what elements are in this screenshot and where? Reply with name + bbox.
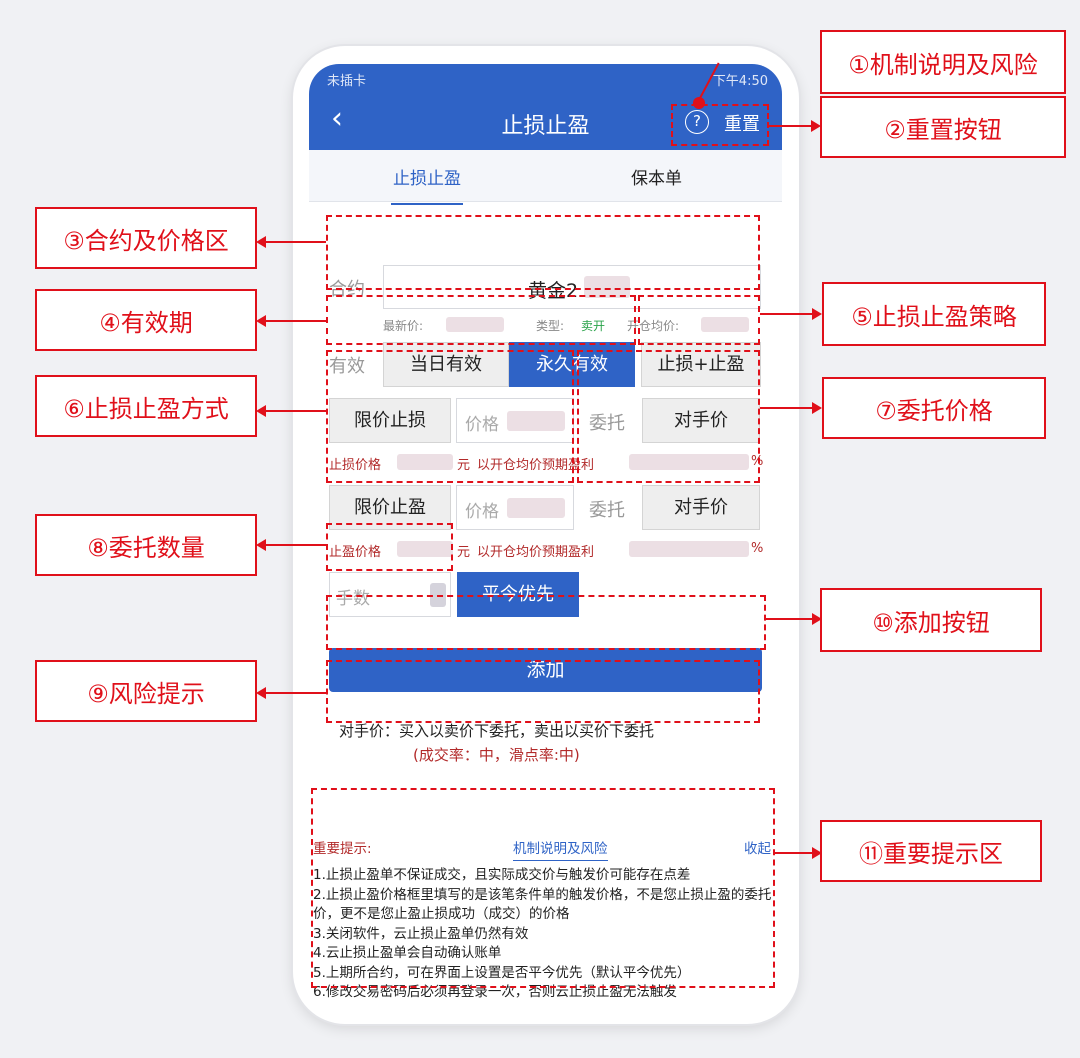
take-profit-entrust-label: 委托	[589, 500, 625, 521]
arrow-reset	[769, 120, 821, 132]
take-profit-mode-select[interactable]: 限价止盈	[329, 485, 451, 530]
strategy-select[interactable]: 止损+止盈	[641, 342, 761, 387]
page-title: 止损止盈	[501, 114, 590, 139]
arrow-quantity	[256, 539, 326, 551]
phone-frame: 未插卡 下午4:50 ‹ 止损止盈 ? 重置 止损止盈 保本单 合约 黄金2 最…	[293, 46, 799, 1024]
arrow-contract	[256, 236, 326, 248]
notes-item: 3.关闭软件，云止损止盈单仍然有效	[313, 925, 529, 942]
close-today-priority-button[interactable]: 平今优先	[457, 572, 579, 617]
masked-stop-loss-amount	[397, 454, 453, 470]
arrow-entrust	[760, 402, 822, 414]
app-screen: 未插卡 下午4:50 ‹ 止损止盈 ? 重置 止损止盈 保本单 合约 黄金2 最…	[309, 64, 782, 1014]
annotation-box-risk	[326, 660, 760, 723]
validity-label: 有效	[329, 356, 365, 377]
stop-loss-mode-select[interactable]: 限价止损	[329, 398, 451, 443]
masked-stop-loss-profit	[629, 454, 749, 470]
annotation-box-mode	[326, 350, 574, 483]
stop-loss-hint-end: %	[751, 454, 764, 469]
quantity-placeholder: 手数	[336, 589, 370, 609]
notes-title: 重要提示:	[313, 841, 372, 857]
annotation-box-contract	[326, 215, 760, 290]
take-profit-price-placeholder: 价格	[465, 502, 499, 522]
risk-explanation-link[interactable]: 机制说明及风险	[513, 840, 608, 861]
reset-button[interactable]: 重置	[724, 114, 760, 135]
annotation-box-quantity	[326, 523, 453, 571]
stop-loss-hint-suffix: 以开仓均价预期盈利	[477, 458, 595, 473]
take-profit-entrust-select[interactable]: 对手价	[642, 485, 760, 530]
arrow-add	[766, 613, 822, 625]
back-arrow-icon[interactable]: ‹	[331, 101, 343, 136]
arrow-validity	[256, 315, 326, 327]
callout-1: ①机制说明及风险	[820, 30, 1066, 94]
type-label: 类型:	[536, 319, 565, 333]
callout-8: ⑧委托数量	[35, 514, 257, 576]
risk-line-2: (成交率：中，滑点率:中)	[413, 746, 580, 764]
validity-today-button[interactable]: 当日有效	[383, 342, 509, 387]
annotation-box-entrust	[577, 350, 760, 483]
risk-line-1: 对手价：买入以卖价下委托，卖出以买价下委托	[339, 722, 655, 740]
stop-loss-entrust-label: 委托	[589, 413, 625, 434]
masked-take-profit-price	[507, 498, 565, 518]
help-icon[interactable]: ?	[685, 110, 709, 134]
stop-loss-entrust-select[interactable]: 对手价	[642, 398, 760, 443]
arrow-strategy	[760, 308, 822, 320]
masked-open-avg	[701, 317, 749, 332]
take-profit-price-input[interactable]: 价格	[456, 485, 574, 530]
notes-item: 2.止损止盈价格框里填写的是该笔条件单的触发价格，不是您止损止盈的委托价，更不是…	[313, 886, 772, 923]
callout-3: ③合约及价格区	[35, 207, 257, 269]
masked-stop-loss-price	[507, 411, 565, 431]
annotation-dot	[693, 97, 705, 109]
arrow-risk	[256, 687, 326, 699]
annotation-box-add	[326, 595, 766, 650]
take-profit-hint-unit: 元	[457, 545, 471, 560]
masked-take-profit-amount	[397, 541, 453, 557]
annotation-box-reset	[671, 104, 769, 146]
notes-item: 5.上期所合约，可在界面上设置是否平今优先（默认平今优先）	[313, 964, 691, 981]
stop-loss-price-input[interactable]: 价格	[456, 398, 574, 443]
masked-contract-code	[584, 276, 630, 298]
callout-10: ⑩添加按钮	[820, 588, 1042, 652]
stop-loss-hint-prefix: 止损价格	[329, 458, 382, 473]
notes-item: 6.修改交易密码后必须再登录一次，否则云止损止盈无法触发	[313, 984, 677, 1000]
callout-7: ⑦委托价格	[822, 377, 1046, 439]
stop-loss-hint-unit: 元	[457, 458, 471, 473]
tab-stop-loss-take-profit[interactable]: 止损止盈	[391, 164, 463, 205]
callout-2: ②重置按钮	[820, 96, 1066, 158]
take-profit-hint-end: %	[751, 541, 764, 556]
take-profit-hint-suffix: 以开仓均价预期盈利	[477, 545, 595, 560]
collapse-link[interactable]: 收起	[744, 841, 771, 857]
notes-item: 1.止损止盈单不保证成交，且实际成交价与触发价可能存在点差	[313, 867, 691, 883]
open-avg-label: 开仓均价:	[627, 319, 680, 333]
callout-11: ⑪重要提示区	[820, 820, 1042, 882]
tab-bar: 止损止盈 保本单	[309, 150, 782, 205]
type-value: 卖开	[581, 319, 606, 333]
annotation-box-validity	[326, 295, 636, 345]
masked-last-price	[446, 317, 504, 332]
add-button[interactable]: 添加	[329, 648, 762, 692]
quantity-input[interactable]: 手数	[329, 572, 451, 617]
callout-9: ⑨风险提示	[35, 660, 257, 722]
annotation-box-strategy	[638, 295, 760, 345]
arrow-mode	[256, 405, 326, 417]
stop-loss-price-placeholder: 价格	[465, 415, 499, 435]
annotation-box-notes	[311, 788, 775, 988]
tab-breakeven[interactable]: 保本单	[631, 169, 682, 189]
arrow-notes	[775, 847, 822, 859]
carrier-text: 未插卡	[327, 74, 367, 89]
callout-6: ⑥止损止盈方式	[35, 375, 257, 437]
masked-take-profit-profit	[629, 541, 749, 557]
take-profit-hint-prefix: 止盈价格	[329, 545, 382, 560]
callout-4: ④有效期	[35, 289, 257, 351]
important-notes: 重要提示: 机制说明及风险 收起 1.止损止盈单不保证成交，且实际成交价与触发价…	[313, 840, 775, 1003]
last-price-label: 最新价:	[383, 319, 424, 333]
clock-text: 下午4:50	[712, 74, 768, 89]
notes-item: 4.云止损止盈单会自动确认账单	[313, 945, 502, 961]
callout-5: ⑤止损止盈策略	[822, 282, 1046, 346]
